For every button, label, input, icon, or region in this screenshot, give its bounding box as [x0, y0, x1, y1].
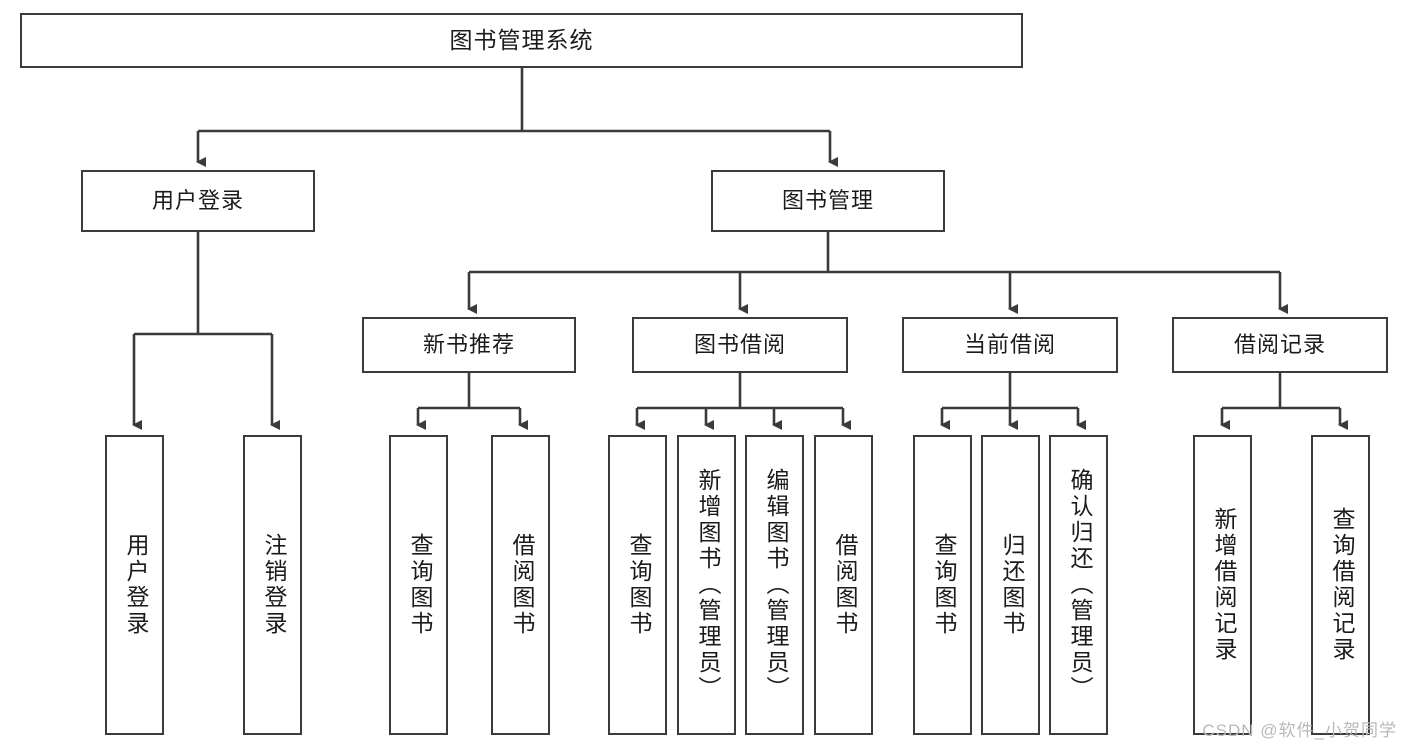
node-label: 用户登录: [123, 533, 149, 637]
leaf-record-query-record[interactable]: 查询借阅记录: [1311, 435, 1370, 735]
node-label: 借阅记录: [1233, 332, 1326, 358]
node-root-system[interactable]: 图书管理系统: [20, 13, 1023, 68]
leaf-record-add-record[interactable]: 新增借阅记录: [1193, 435, 1252, 735]
node-label: 借阅图书: [509, 533, 535, 637]
node-label: 用户登录: [151, 188, 244, 214]
node-new-book-recommend[interactable]: 新书推荐: [362, 317, 576, 373]
leaf-current-query-book[interactable]: 查询图书: [913, 435, 972, 735]
leaf-current-return-book[interactable]: 归还图书: [981, 435, 1040, 735]
leaf-borrow-add-book-admin[interactable]: 新增图书（管理员）: [677, 435, 736, 735]
leaf-borrow-edit-book-admin[interactable]: 编辑图书（管理员）: [745, 435, 804, 735]
leaf-borrow-query-book[interactable]: 查询图书: [608, 435, 667, 735]
watermark: CSDN @软件_小贺同学: [1202, 721, 1397, 740]
node-label: 注销登录: [261, 533, 287, 637]
leaf-recommend-query-book[interactable]: 查询图书: [389, 435, 448, 735]
node-label: 查询图书: [931, 533, 957, 637]
node-label: 图书管理: [781, 188, 874, 214]
node-label: 确认归还（管理员）: [1067, 468, 1093, 702]
node-user-login[interactable]: 用户登录: [81, 170, 315, 232]
node-current-borrow[interactable]: 当前借阅: [902, 317, 1118, 373]
node-label: 借阅图书: [832, 533, 858, 637]
leaf-user-login-logout[interactable]: 注销登录: [243, 435, 302, 735]
leaf-current-confirm-return-admin[interactable]: 确认归还（管理员）: [1049, 435, 1108, 735]
node-label: 图书管理系统: [449, 26, 594, 53]
node-label: 查询图书: [626, 533, 652, 637]
node-borrow-record[interactable]: 借阅记录: [1172, 317, 1388, 373]
node-label: 编辑图书（管理员）: [763, 468, 789, 702]
node-label: 查询图书: [407, 533, 433, 637]
node-label: 新增图书（管理员）: [695, 468, 721, 702]
leaf-user-login-login[interactable]: 用户登录: [105, 435, 164, 735]
node-label: 归还图书: [999, 533, 1025, 637]
leaf-borrow-borrow-book[interactable]: 借阅图书: [814, 435, 873, 735]
node-book-management[interactable]: 图书管理: [711, 170, 945, 232]
node-book-borrow[interactable]: 图书借阅: [632, 317, 848, 373]
leaf-recommend-borrow-book[interactable]: 借阅图书: [491, 435, 550, 735]
node-label: 查询借阅记录: [1329, 507, 1355, 663]
node-label: 当前借阅: [963, 332, 1056, 358]
node-label: 图书借阅: [693, 332, 786, 358]
node-label: 新书推荐: [422, 332, 515, 358]
node-label: 新增借阅记录: [1211, 507, 1237, 663]
